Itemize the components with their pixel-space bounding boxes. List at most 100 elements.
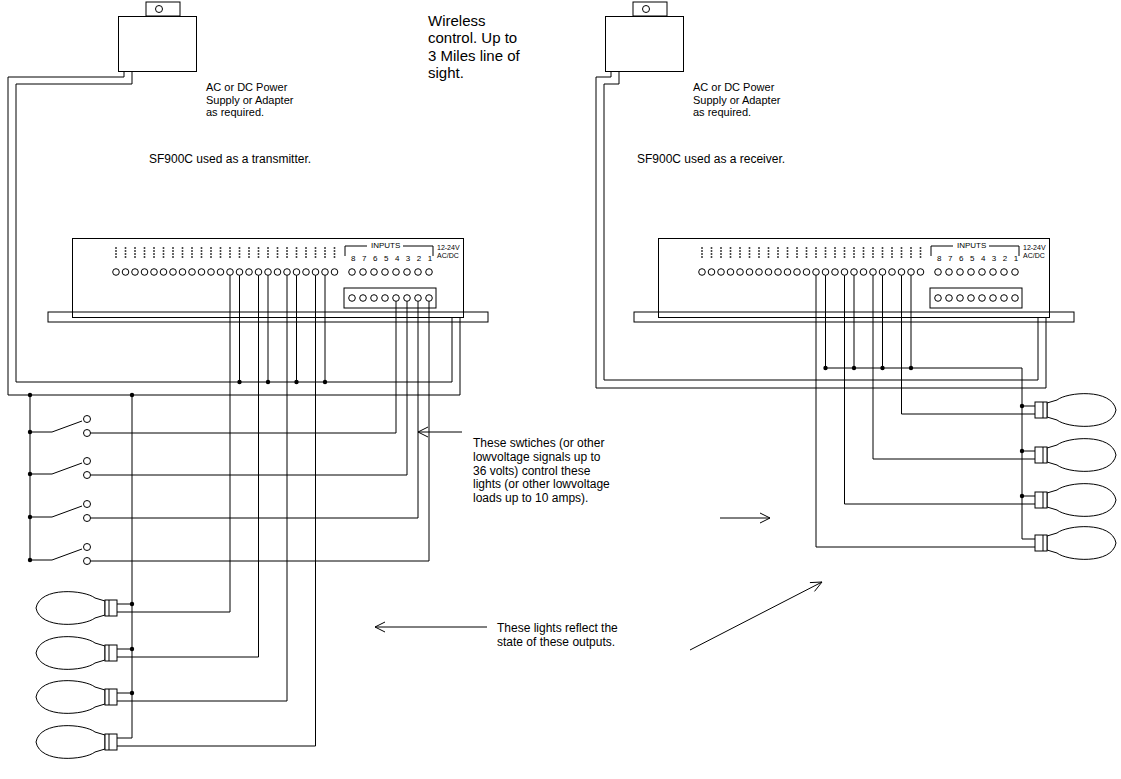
cord-wire — [596, 72, 1046, 388]
terminal-marking — [305, 247, 307, 259]
screw-terminal — [349, 295, 356, 302]
screw-terminal — [217, 269, 224, 276]
adapter-prong — [146, 2, 180, 16]
screw-terminal — [265, 269, 272, 276]
toggle-switch — [30, 301, 418, 521]
screw-terminal — [312, 269, 319, 276]
power-adapter: AC or DC Power Supply or Adapter as requ… — [605, 16, 684, 72]
input-numbers: 8 7 6 5 4 3 2 1 — [937, 254, 1018, 263]
terminal-marking — [711, 247, 713, 259]
terminal-marking — [796, 247, 798, 259]
terminal-marking — [239, 247, 241, 259]
terminal-marking — [144, 247, 146, 259]
inputs-terminal-frame — [344, 288, 436, 308]
terminal-marking — [267, 247, 269, 259]
terminal-marking — [891, 247, 893, 259]
screw-terminal — [113, 269, 120, 276]
screw-terminal — [227, 269, 234, 276]
terminal-marking — [701, 247, 703, 259]
adapter-prong-hole — [156, 6, 163, 13]
screw-terminal — [349, 269, 356, 276]
junction-dots — [28, 366, 1024, 695]
adapter-prong-hole — [643, 6, 650, 13]
screw-terminal — [208, 269, 215, 276]
screw-terminal — [141, 269, 148, 276]
terminal-marking — [182, 247, 184, 259]
screw-terminal — [851, 269, 858, 276]
lamp-symbol — [1035, 527, 1116, 560]
screw-terminal — [293, 269, 300, 276]
terminal-marking — [258, 247, 260, 259]
screw-terminal — [898, 269, 905, 276]
lamp-symbol — [36, 592, 117, 625]
terminal-marking — [163, 247, 165, 259]
terminal-marking — [115, 247, 117, 259]
terminal-marking — [210, 247, 212, 259]
input-numbers: 8 7 6 5 4 3 2 1 — [351, 254, 432, 263]
screw-terminal — [968, 269, 975, 276]
switch-common-wire — [30, 395, 31, 560]
screw-terminal — [746, 269, 753, 276]
screw-terminal — [718, 269, 725, 276]
screw-terminal — [1012, 269, 1019, 276]
screw-terminal — [1001, 269, 1008, 276]
screw-terminal — [382, 295, 389, 302]
screw-terminal — [382, 269, 389, 276]
screw-terminal — [122, 269, 129, 276]
sf900c-module: SF900C used as a transmitter.INPUTS8 7 6… — [72, 238, 464, 318]
terminal-marking — [334, 247, 336, 259]
sf900c-module: SF900C used as a receiver.INPUTS8 7 6 5 … — [658, 238, 1050, 318]
terminal-marking — [882, 247, 884, 259]
lamp-symbol — [36, 637, 117, 670]
screw-terminal — [371, 295, 378, 302]
screw-terminal — [968, 295, 975, 302]
terminal-marking — [134, 247, 136, 259]
node-caption: SF900C used as a receiver. — [637, 153, 785, 167]
terminal-marking — [834, 247, 836, 259]
screw-terminal — [908, 269, 915, 276]
node-caption: SF900C used as a transmitter. — [149, 153, 311, 167]
screw-terminal — [236, 269, 243, 276]
screw-terminal — [404, 295, 411, 302]
terminal-marking — [863, 247, 865, 259]
callout-arrow — [375, 622, 487, 632]
screw-terminal — [765, 269, 772, 276]
screw-terminal — [756, 269, 763, 276]
screw-terminal — [784, 269, 791, 276]
screw-terminal — [803, 269, 810, 276]
output-common-wire — [240, 275, 326, 382]
screw-terminal — [1001, 295, 1008, 302]
lamp-common-wire — [117, 395, 132, 738]
screw-terminal — [822, 269, 829, 276]
lamp-symbol — [1035, 484, 1116, 517]
screw-terminal — [198, 269, 205, 276]
callout-arrow — [418, 427, 462, 437]
screw-terminal — [775, 269, 782, 276]
terminal-marking — [229, 247, 231, 259]
lamp-symbol — [1035, 394, 1116, 427]
screw-terminal — [708, 269, 715, 276]
lights-note: These lights reflect the state of these … — [497, 622, 647, 650]
terminal-marking — [787, 247, 789, 259]
screw-terminal — [360, 269, 367, 276]
screw-terminal — [189, 269, 196, 276]
adapter-label: AC or DC Power Supply or Adapter as requ… — [693, 81, 793, 119]
inputs-heading: INPUTS — [957, 241, 986, 250]
screw-terminal — [794, 269, 801, 276]
terminal-marking — [749, 247, 751, 259]
screw-terminal — [990, 269, 997, 276]
screw-terminal — [957, 295, 964, 302]
adapter-label: AC or DC Power Supply or Adapter as requ… — [206, 81, 306, 119]
terminal-marking — [901, 247, 903, 259]
screw-terminal — [246, 269, 253, 276]
lamp-common-wire — [826, 275, 1036, 539]
screw-terminal — [879, 269, 886, 276]
screw-terminal — [393, 295, 400, 302]
inputs-terminal-frame — [930, 288, 1022, 308]
screw-terminal — [946, 295, 953, 302]
screw-terminal — [393, 269, 400, 276]
terminal-marking — [910, 247, 912, 259]
screw-terminal — [274, 269, 281, 276]
